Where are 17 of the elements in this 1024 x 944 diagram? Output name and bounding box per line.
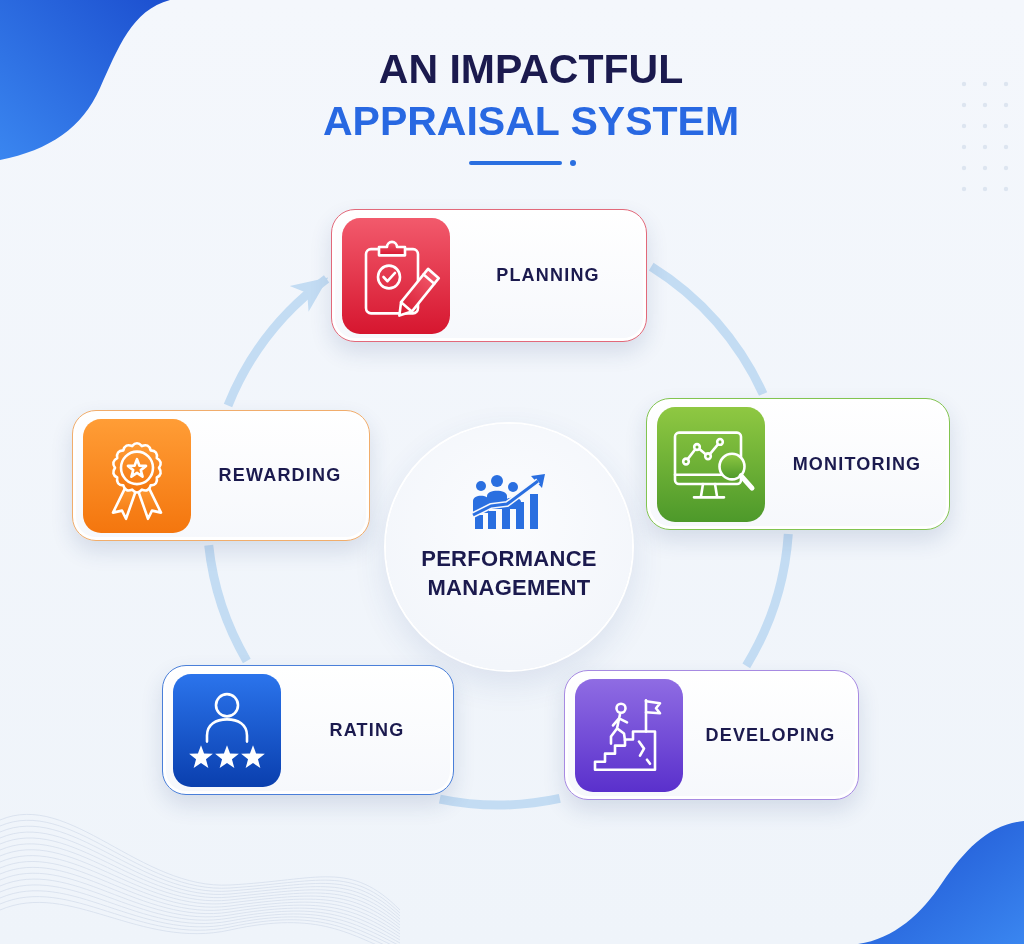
cycle-arrow xyxy=(223,275,330,408)
step-label: RATING xyxy=(329,718,405,742)
step-card xyxy=(646,398,950,530)
step-label: DEVELOPING xyxy=(705,723,836,747)
step-card xyxy=(72,410,370,541)
step-label: PLANNING xyxy=(496,264,600,287)
step-label: REWARDING xyxy=(218,464,342,487)
step-card xyxy=(331,209,647,342)
cycle-arc xyxy=(648,262,768,397)
cycle-arc xyxy=(439,793,561,810)
step-card xyxy=(162,665,454,795)
diagram-title: AN IMPACTFUL APPRAISAL SYSTEM xyxy=(321,45,741,146)
cycle-arc xyxy=(742,533,793,668)
cycle-arc xyxy=(204,544,251,663)
hub-label: PERFORMANCE MANAGEMENT xyxy=(421,545,597,602)
step-label: MONITORING xyxy=(792,452,922,476)
step-card xyxy=(564,670,859,800)
